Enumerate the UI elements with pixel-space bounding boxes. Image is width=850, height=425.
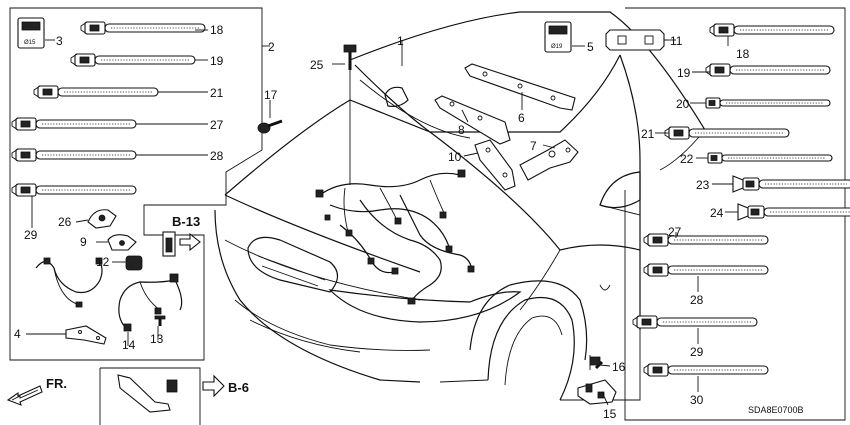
callout-1: 1 (397, 34, 404, 48)
bracket-7 (519, 139, 579, 181)
callout-17: 17 (264, 88, 278, 102)
callout-28b: 28 (690, 293, 704, 307)
callout-27: 27 (210, 118, 224, 132)
clip-26 (87, 209, 117, 229)
car-outline (214, 11, 706, 401)
callout-25: 25 (310, 58, 324, 72)
left-parts-box (9, 7, 270, 361)
callout-13: 13 (150, 332, 164, 346)
callout-26: 26 (58, 215, 72, 229)
callout-9: 9 (80, 235, 87, 249)
callout-10: 10 (448, 150, 462, 164)
callout-18: 18 (210, 23, 224, 37)
leader-lines (26, 29, 738, 406)
front-direction-label: FR. (46, 376, 67, 391)
bracket-8 (434, 95, 511, 145)
clip-5: Ø19 (544, 21, 572, 53)
callout-21: 21 (210, 86, 224, 100)
callout-29b: 29 (690, 345, 704, 359)
callout-22: 22 (680, 152, 694, 166)
callout-19: 19 (210, 54, 224, 68)
b-13-reference: B-13 (162, 214, 201, 257)
callout-11: 11 (670, 34, 683, 48)
callout-12: 12 (96, 255, 110, 269)
bracket-11 (605, 29, 668, 51)
front-direction-arrow: FR. (6, 376, 67, 406)
callout-2: 2 (268, 40, 275, 54)
callout-6: 6 (518, 111, 525, 125)
callout-24: 24 (710, 206, 724, 220)
callout-29: 29 (24, 228, 38, 242)
clip-3-mark: Ø15 (24, 40, 36, 46)
clip-5-mark: Ø19 (551, 44, 563, 50)
clip-9 (107, 234, 137, 251)
bolt-25 (332, 44, 357, 185)
sub-harness-4 (35, 257, 107, 345)
b-13-label: B-13 (172, 214, 200, 229)
diagram-code: SDA8E0700B (748, 405, 804, 415)
right-parts-box (624, 7, 846, 421)
sub-harness-13 (118, 273, 183, 332)
bracket-15 (577, 355, 617, 405)
engine-wire-harness (315, 169, 475, 305)
bracket-6 (464, 63, 576, 111)
callout-8: 8 (458, 123, 465, 137)
callout-5: 5 (587, 40, 594, 54)
b-6-reference: B-6 (99, 367, 249, 425)
b-6-label: B-6 (228, 380, 249, 395)
callout-27b: 27 (668, 225, 682, 239)
callout-16: 16 (612, 360, 626, 374)
bracket-10 (463, 139, 516, 191)
callout-28: 28 (210, 149, 224, 163)
callout-23: 23 (696, 178, 710, 192)
callout-19b: 19 (677, 66, 691, 80)
callout-3: 3 (56, 34, 63, 48)
callout-4: 4 (14, 327, 21, 341)
callout-7: 7 (530, 139, 537, 153)
bolt-17 (257, 100, 283, 134)
callout-20: 20 (676, 97, 690, 111)
callout-18b: 18 (736, 47, 750, 61)
callout-14: 14 (122, 338, 136, 352)
clip-3: Ø15 (17, 17, 45, 49)
right-ties (632, 23, 850, 377)
callout-30: 30 (690, 393, 704, 407)
callout-numbers: 1 2 3 4 5 6 7 8 9 10 11 12 13 14 15 16 1… (14, 23, 750, 421)
callout-21b: 21 (641, 127, 655, 141)
clip-12 (125, 255, 143, 271)
callout-15: 15 (603, 407, 617, 421)
